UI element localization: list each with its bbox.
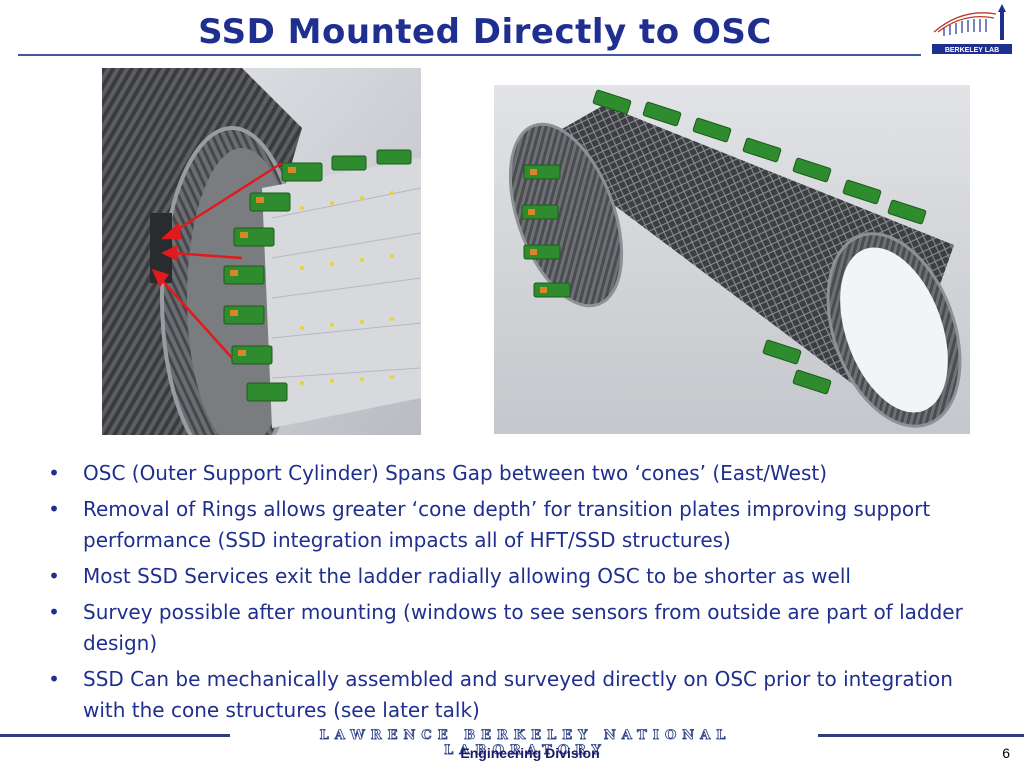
bullet-marker: • (48, 564, 60, 588)
bullet-marker: • (48, 600, 60, 624)
bullet-text: Most SSD Services exit the ladder radial… (83, 564, 851, 588)
footer-lab-name: Lawrence Berkeley National Laboratory (319, 728, 732, 759)
footer-rule-left (0, 734, 230, 737)
slide-title: SSD Mounted Directly to OSC (198, 12, 772, 52)
footer-rule-right (818, 734, 1024, 737)
osc-cutaway-image (102, 68, 421, 435)
logo-text: BERKELEY LAB (945, 47, 999, 54)
bullet-text: SSD Can be mechanically assembled and su… (83, 667, 953, 722)
title-divider (18, 54, 921, 56)
berkeley-lab-logo: BERKELEY LAB (932, 4, 1012, 54)
bullet-text: Removal of Rings allows greater ‘cone de… (83, 497, 931, 552)
bullet-item: • Survey possible after mounting (windows… (44, 597, 994, 659)
bullet-item: • OSC (Outer Support Cylinder) Spans Gap … (44, 458, 994, 489)
bullet-item: • SSD Can be mechanically assembled and s… (44, 664, 994, 726)
bullet-marker: • (48, 461, 60, 485)
bullet-marker: • (48, 667, 60, 691)
page-number: 6 (1002, 745, 1010, 761)
bullet-list: • OSC (Outer Support Cylinder) Spans Gap … (44, 458, 994, 731)
bullet-text: OSC (Outer Support Cylinder) Spans Gap b… (83, 461, 828, 485)
bullet-text: Survey possible after mounting (windows … (83, 600, 963, 655)
bullet-item: • Most SSD Services exit the ladder radia… (44, 561, 994, 592)
footer-division: Engineering Division (460, 745, 600, 761)
ssd-on-osc-image (494, 85, 970, 434)
bullet-marker: • (48, 497, 60, 521)
bullet-item: • Removal of Rings allows greater ‘cone d… (44, 494, 994, 556)
